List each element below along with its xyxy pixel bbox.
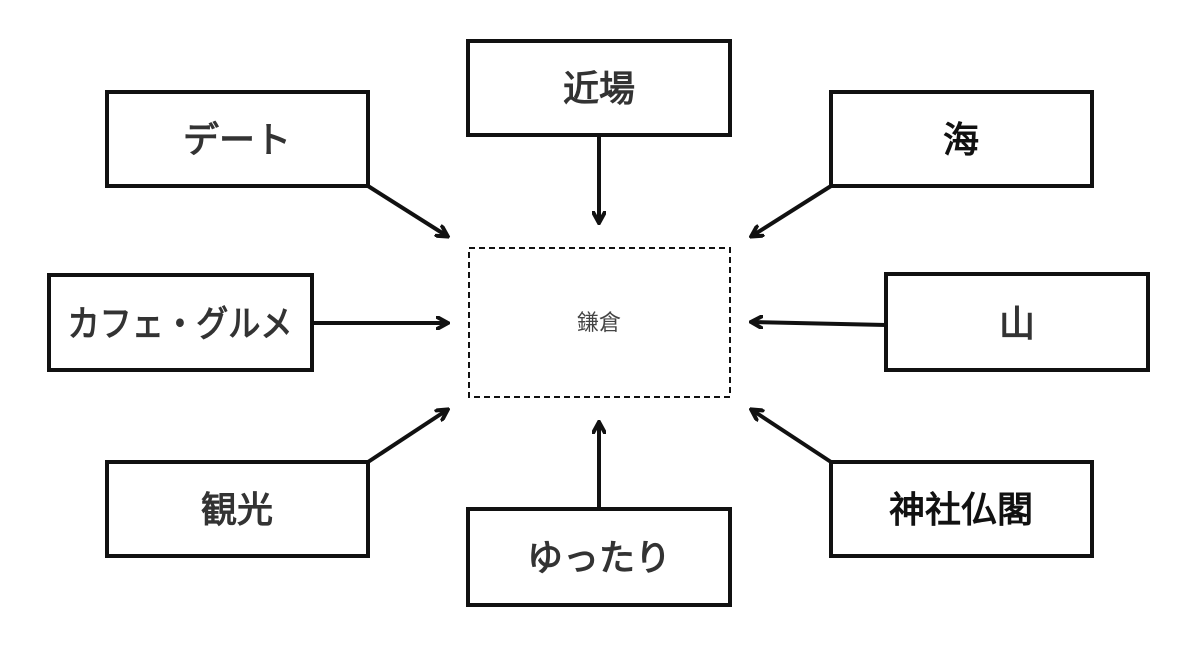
- node-kanko: 観光: [105, 460, 370, 558]
- node-kanko-label: 観光: [201, 490, 273, 531]
- center-label: 鎌倉: [577, 311, 621, 336]
- arrow-yama: [752, 322, 887, 325]
- node-kinba: 近場: [466, 39, 732, 137]
- node-yuttari: ゆったり: [466, 507, 732, 607]
- node-jinja: 神社仏閣: [829, 460, 1094, 558]
- arrow-umi: [752, 184, 833, 236]
- node-yuttari-label: ゆったり: [527, 538, 671, 579]
- node-yama: 山: [884, 272, 1150, 372]
- center-node: 鎌倉: [468, 247, 731, 398]
- node-jinja-label: 神社仏閣: [889, 490, 1033, 531]
- node-kinba-label: 近場: [563, 69, 635, 110]
- node-cafe: カフェ・グルメ: [47, 273, 314, 372]
- node-date-label: デート: [183, 119, 291, 161]
- node-yama-label: 山: [999, 304, 1035, 345]
- node-date: デート: [105, 90, 370, 188]
- arrow-kanko: [366, 410, 447, 464]
- node-umi: 海: [829, 90, 1094, 188]
- arrow-date: [366, 184, 447, 236]
- node-cafe-label: カフェ・グルメ: [68, 304, 293, 345]
- arrow-jinja: [752, 410, 833, 464]
- node-umi-label: 海: [943, 120, 979, 161]
